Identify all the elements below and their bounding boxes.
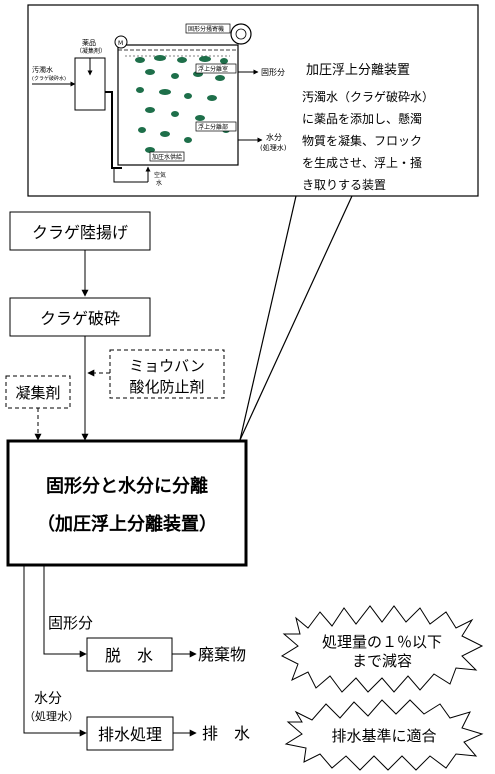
callout-line-right [239,195,353,441]
tag-separation: 浮上分離部 [198,123,228,131]
tag-scraper: 固形分掻寄機 [188,25,224,33]
inset-frame [27,4,479,197]
inset-desc-line-2: に薬品を添加し、懸濁 [302,112,422,126]
inset-title: 加圧浮上分離装置 [306,63,410,78]
step-separation-line-1: 固形分と水分に分離 [46,475,208,497]
step-landing [9,211,151,251]
note-burst-standard [284,699,484,771]
chemical-label: 薬品 [82,38,96,47]
note-volume-line-1: 処理量の１％以下 [322,633,442,651]
step-crushing [9,297,151,337]
chemical-sub-label: （凝集剤） [76,47,106,55]
step-landing-label: クラゲ陸揚げ [32,223,128,242]
water-sub-label: （処理水） [24,710,79,723]
tag-pressurized-water: 加圧水供給 [152,153,182,161]
inset-desc-line-3: 物質を凝集、フロック [302,133,422,148]
inset-panel: 薬品 （凝集剤） 汚濁水 (クラゲ破砕水) M [27,4,479,197]
inset-water-label: 水分 [266,132,282,142]
step-crushing-label: クラゲ破砕 [40,309,120,328]
note-standard-label: 排水基準に適合 [331,727,436,745]
note-volume-line-2: まで減容 [352,652,412,670]
water-line [23,566,84,734]
coagulant-label: 凝集剤 [15,384,60,402]
step-dewater [86,637,173,672]
coagulant-box [5,375,71,409]
step-wastewater [86,716,174,751]
inset-solids-label: 固形分 [261,68,285,77]
step-dewater-label: 脱 水 [105,646,153,665]
additive-line-1: ミョウバン [129,357,205,375]
tag-chamber: 浮上分離室 [198,65,228,73]
inset-desc-line-1: 汚濁水（クラゲ破砕水） [302,89,434,104]
additive-line-2: 酸化防止剤 [129,378,204,396]
step-separation [6,439,248,567]
solids-label: 固形分 [48,614,93,632]
callout-line-left [239,195,297,441]
waste-label: 廃棄物 [198,645,246,664]
inset-desc-line-5: き取りする装置 [302,178,386,192]
water-label: 水分 [34,691,62,707]
inset-desc-line-4: を生成させ、浮上・掻 [302,156,422,170]
svg-text:M: M [118,40,123,47]
motor-icon [114,35,128,49]
note-burst-volume [280,605,484,693]
dirty-water-sub-label: (クラゲ破砕水) [32,75,66,82]
solids-line [43,566,84,655]
step-wastewater-label: 排水処理 [98,725,162,744]
flotation-vessel [117,44,239,166]
drainage-label: 排 水 [202,724,250,743]
additive-box [109,349,225,399]
dirty-water-label: 汚濁水 [32,65,53,74]
air-label: 空気 [154,171,166,179]
air-water-label: 水 [156,179,162,187]
step-separation-line-2: （加圧浮上分離装置） [37,513,217,535]
inset-water-sub-label: (処理水) [260,143,287,152]
